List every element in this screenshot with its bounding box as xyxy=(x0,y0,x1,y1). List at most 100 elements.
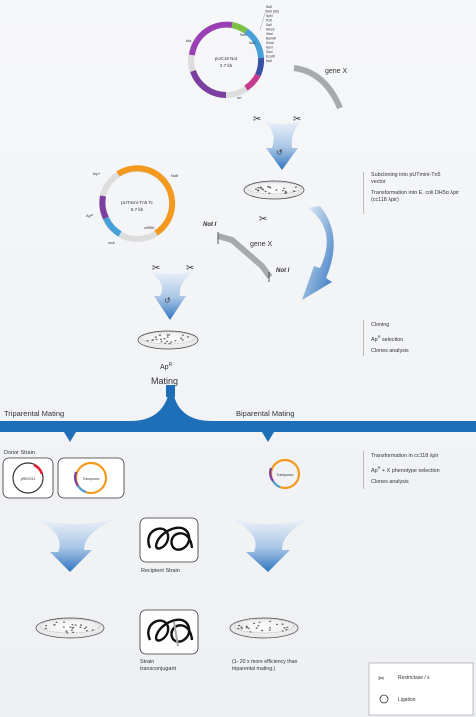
colony xyxy=(155,338,158,341)
donor-strain-box: pRK2013 xyxy=(2,457,54,499)
colony xyxy=(240,626,243,628)
note-tr2a: Ap xyxy=(371,467,378,474)
petri-dish-2 xyxy=(137,330,199,350)
colony xyxy=(53,624,56,626)
note-bracket xyxy=(363,320,370,356)
noti-label-b: Not I xyxy=(276,268,290,274)
colony xyxy=(164,342,167,345)
transconjugant-box xyxy=(139,609,199,655)
colony xyxy=(294,186,298,188)
site-label: PstI xyxy=(266,19,272,23)
colony xyxy=(276,623,279,626)
ligation-icon: ↺ xyxy=(276,148,283,157)
site-label: KpnI xyxy=(266,46,273,50)
note-sub1: Subcloning into pUTmini-Tn5 xyxy=(371,172,441,178)
donor-label: Donor Strain xyxy=(4,450,35,456)
gene-x-fragment-top xyxy=(293,65,343,110)
transconjugant-label: transconjugant xyxy=(140,666,177,672)
note-sub3: Transformation into E. coli DH5α λpir xyxy=(371,190,459,196)
colony xyxy=(158,334,162,336)
site-label: NotI xyxy=(266,5,272,9)
colony xyxy=(240,627,243,630)
note-sub2: vector xyxy=(371,179,386,185)
triparental-label: Triparental Mating xyxy=(4,409,64,418)
colony xyxy=(257,190,260,192)
colony xyxy=(258,621,261,624)
recipient-label: Recipient Strain xyxy=(141,568,180,574)
plasmid-puc18: pUC18 Not 2.7 kb bla ori lacZ NotI NotI … xyxy=(186,5,279,100)
colony xyxy=(282,187,286,190)
scissors-icon: ✂ xyxy=(152,263,160,274)
ap-r-label: ApR xyxy=(160,362,173,371)
note-tr2c: + X phenotype selection xyxy=(380,467,440,474)
colony xyxy=(281,189,284,192)
ligation-icon xyxy=(379,694,389,704)
ap-r-text: Ap xyxy=(160,364,169,371)
colony xyxy=(174,340,177,342)
colony xyxy=(168,342,171,345)
colony xyxy=(65,630,68,632)
fan-arrow-4 xyxy=(230,518,312,572)
colony xyxy=(74,624,77,626)
petri-dish-4 xyxy=(229,617,299,639)
note-clon2b: R xyxy=(377,334,381,339)
plasmid-top-site-list: NotI NotI (Dk) SphI PstI SalI HincII Xba… xyxy=(259,5,279,63)
colony xyxy=(268,629,271,631)
petri-dish-1 xyxy=(243,180,305,200)
gene-x-top-label: gene X xyxy=(325,68,348,75)
legend-ligation: Ligation xyxy=(398,697,416,703)
colony xyxy=(254,188,258,190)
prk-label: pRK2013 xyxy=(21,477,36,481)
fan-arrow-1 xyxy=(262,120,302,170)
colony xyxy=(259,187,262,189)
colony xyxy=(245,625,248,628)
colony xyxy=(268,192,271,195)
fan-arrow-3 xyxy=(35,518,118,572)
colony xyxy=(264,190,267,193)
site-label: SmaI xyxy=(266,41,274,45)
gene-x-mid-label: gene X xyxy=(250,241,273,248)
bi-label: Transposon xyxy=(277,473,294,477)
site-label: BamHI xyxy=(266,37,276,41)
colony xyxy=(151,339,154,341)
note-clon3: Clones analysis xyxy=(371,347,409,354)
plasmid-top-lacz: lacZ xyxy=(249,41,256,45)
colony xyxy=(85,630,89,632)
note-bracket xyxy=(363,451,370,489)
recipient-strain-box xyxy=(139,517,199,563)
site-label: HincII xyxy=(266,28,275,32)
colony xyxy=(71,624,74,626)
colony xyxy=(257,625,260,627)
biparental-label: Biparental Mating xyxy=(236,409,294,418)
colony xyxy=(85,626,88,628)
colony xyxy=(257,187,260,189)
colony xyxy=(186,336,190,338)
colony xyxy=(249,631,252,633)
colony xyxy=(284,191,288,194)
colony xyxy=(69,626,72,628)
colony xyxy=(79,626,82,629)
note-tr3: Clones analysis xyxy=(371,478,409,485)
plasmid-mini-mob: mob xyxy=(108,241,115,245)
mating-label: Mating xyxy=(151,376,178,386)
plasmid-mini-size: 6.7 kb xyxy=(131,207,144,212)
colony xyxy=(293,190,296,193)
site-label: NotI (Dk) xyxy=(266,10,279,14)
curved-arrow-right xyxy=(302,206,334,300)
plasmid-mini-ori: oriR6K xyxy=(144,226,155,230)
ap-r-sup: R xyxy=(169,362,173,368)
scissors-icon: ✂ xyxy=(293,114,301,125)
colony xyxy=(160,340,163,343)
colony xyxy=(44,625,48,627)
plasmid-mini-noti: NotI xyxy=(171,173,178,178)
colony xyxy=(166,336,169,338)
colony xyxy=(44,627,47,630)
site-label: SphI xyxy=(266,14,273,18)
note-bracket xyxy=(363,172,370,214)
site-label: EcoRI xyxy=(266,55,275,59)
mating-branch xyxy=(0,385,476,442)
colony xyxy=(79,624,83,626)
colony xyxy=(163,338,166,340)
strain-label: Strain xyxy=(140,659,154,665)
